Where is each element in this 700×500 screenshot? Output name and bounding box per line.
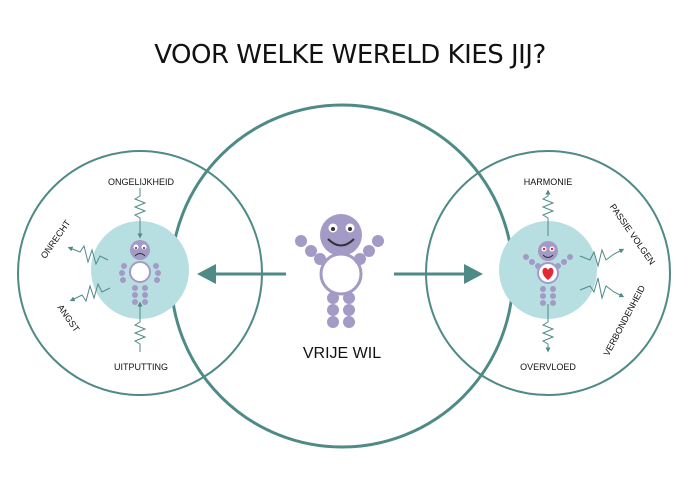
sad-figure-icon <box>119 240 161 305</box>
left-label-upper-left: ONRECHT <box>39 218 73 261</box>
right-energy-arrows <box>541 189 625 353</box>
left-energy-arrows <box>67 188 147 352</box>
right-label-bottom: OVERVLOED <box>520 362 576 372</box>
heart-eyes-figure-icon <box>523 241 573 306</box>
right-label-top: HARMONIE <box>524 177 573 187</box>
right-label-upper-right: PASSIE VOLGEN <box>608 202 657 267</box>
left-label-top: ONGELIJKHEID <box>108 177 175 187</box>
left-label-lower-left: ANGST <box>55 303 81 335</box>
page-title: VOOR WELKE WERELD KIES JIJ? <box>154 40 546 70</box>
choice-arrow-right <box>394 264 483 284</box>
center-label: VRIJE WIL <box>303 345 381 362</box>
heart-icon <box>542 267 554 280</box>
left-label-bottom: UITPUTTING <box>114 362 168 372</box>
choice-arrow-left <box>197 264 286 284</box>
right-label-lower-right: VERBONDENHEID <box>602 283 648 357</box>
smiling-figure-icon <box>295 214 384 328</box>
